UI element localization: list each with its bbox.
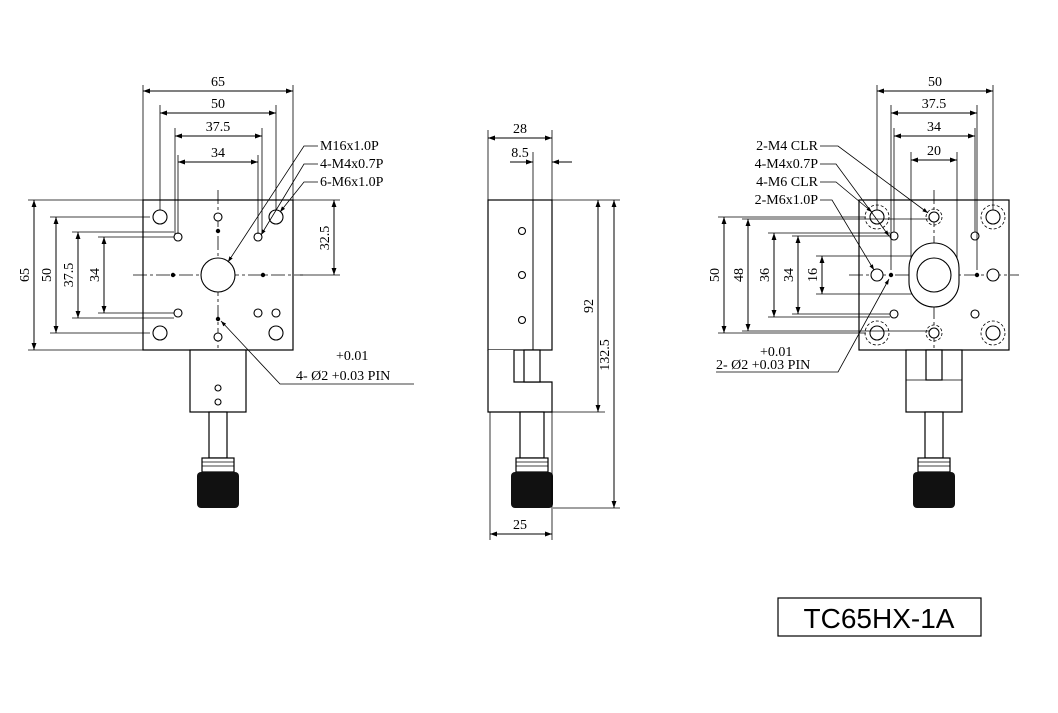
front-dim-h65: 65 [18, 268, 33, 282]
front-pin-tol: +0.01 [336, 349, 368, 364]
front-pin-spec: 4- Ø2 +0.03 PIN [296, 369, 390, 384]
front-dim-h37-5: 37.5 [62, 263, 77, 288]
rear-callout-m6-clr: 4-M6 CLR [756, 175, 819, 190]
rear-dim-34: 34 [927, 120, 941, 135]
rear-dim-h48: 48 [732, 268, 747, 282]
rear-dim-h16: 16 [806, 268, 821, 282]
rear-dim-20: 20 [927, 144, 941, 159]
part-number-box: TC65HX-1A [777, 597, 982, 637]
front-dim-34: 34 [211, 146, 225, 161]
front-dim-65: 65 [211, 75, 225, 90]
rear-pin-tol: +0.01 [760, 345, 792, 360]
side-dim-132-5: 132.5 [598, 339, 613, 371]
rear-callout-m4-clr: 2-M4 CLR [756, 139, 819, 154]
front-dim-h50: 50 [40, 268, 55, 282]
rear-dim-h50: 50 [708, 268, 723, 282]
m16-hole [200, 257, 236, 293]
rear-view: 50 37.5 34 20 50 48 36 34 16 [708, 75, 1019, 508]
rear-callout-m6: 2-M6x1.0P [755, 193, 819, 208]
side-dim-25: 25 [513, 518, 527, 533]
rear-dim-h34: 34 [782, 268, 797, 282]
rear-callout-m4: 4-M4x0.7P [755, 157, 819, 172]
front-dim-h34: 34 [88, 268, 103, 282]
front-dim-32-5: 32.5 [318, 226, 333, 251]
front-view: 65 50 37.5 34 65 50 37.5 34 32 [18, 75, 414, 508]
rear-dim-h36: 36 [758, 268, 773, 282]
part-number: TC65HX-1A [804, 603, 955, 634]
side-dim-28: 28 [513, 122, 527, 137]
side-dim-8-5: 8.5 [511, 146, 529, 161]
front-dim-50: 50 [211, 97, 225, 112]
side-view: 28 8.5 92 132.5 25 [487, 122, 620, 540]
rear-dim-37-5: 37.5 [922, 97, 947, 112]
front-callout-m4: 4-M4x0.7P [320, 157, 384, 172]
front-dim-37-5: 37.5 [206, 120, 231, 135]
front-callout-m6: 6-M6x1.0P [320, 175, 384, 190]
rear-pin-spec: 2- Ø2 +0.03 PIN [716, 358, 810, 373]
side-dim-92: 92 [582, 299, 597, 313]
rear-dim-50: 50 [928, 75, 942, 90]
front-callout-m16: M16x1.0P [320, 139, 379, 154]
